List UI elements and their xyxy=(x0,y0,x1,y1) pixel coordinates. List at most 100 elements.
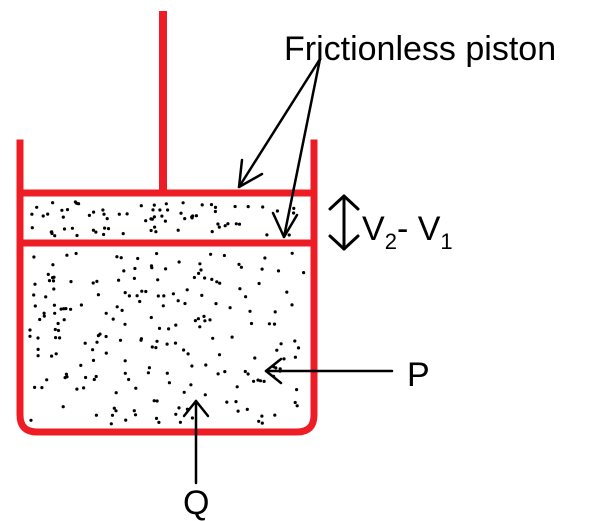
gas-dot xyxy=(30,226,34,230)
gas-dot xyxy=(101,208,105,212)
gas-dot xyxy=(53,311,57,315)
gas-dot xyxy=(243,369,247,374)
gas-dot xyxy=(256,378,260,382)
gas-dot xyxy=(290,303,294,307)
gas-dot xyxy=(209,203,214,207)
gas-dot xyxy=(213,209,217,214)
gas-dot xyxy=(225,400,229,404)
gas-dot xyxy=(56,321,60,326)
gas-dot xyxy=(104,311,108,315)
gas-dot xyxy=(51,279,56,283)
gas-dot xyxy=(121,232,125,236)
gas-dot xyxy=(189,383,193,387)
gas-dot xyxy=(176,228,180,232)
gas-dot xyxy=(249,321,254,326)
gas-dot xyxy=(123,291,127,295)
gas-dot xyxy=(217,353,222,357)
gas-dot xyxy=(178,420,182,424)
gas-dot xyxy=(244,295,248,299)
gas-dot xyxy=(273,413,277,417)
gas-dot xyxy=(123,322,127,326)
gas-dot xyxy=(64,307,68,311)
gas-dot xyxy=(32,255,36,259)
gas-dot xyxy=(276,269,281,273)
gas-dot xyxy=(61,405,65,409)
gas-dot xyxy=(234,400,238,404)
gas-dot xyxy=(149,315,153,320)
pressure-arrow xyxy=(264,357,394,385)
gas-dot xyxy=(150,345,154,349)
gas-dot xyxy=(62,227,67,231)
gas-dot xyxy=(275,209,279,213)
gas-dot xyxy=(133,413,138,417)
cylinder-wall xyxy=(16,139,318,436)
gas-dot xyxy=(112,406,116,410)
gas-dot xyxy=(177,406,181,410)
gas-dot xyxy=(117,212,121,216)
gas-dot xyxy=(65,208,70,212)
gas-dot xyxy=(92,377,96,382)
gas-dot xyxy=(110,413,115,417)
gas-dot xyxy=(103,226,107,230)
gas-dot xyxy=(53,327,57,332)
gas-dot xyxy=(47,279,52,283)
gas-dot xyxy=(127,377,131,382)
gas-dot xyxy=(29,418,33,422)
gas-dot xyxy=(124,418,128,422)
gas-dot xyxy=(123,359,127,363)
gas-dot xyxy=(46,212,50,216)
gas-dot xyxy=(165,371,169,375)
gas-dot xyxy=(208,318,212,322)
gas-dot xyxy=(211,336,215,340)
gas-dot xyxy=(295,388,299,392)
gas-dot xyxy=(65,253,69,257)
gas-dot xyxy=(61,215,65,219)
gas-dot xyxy=(293,400,297,405)
gas-dot xyxy=(51,276,55,280)
gas-dot xyxy=(216,222,220,226)
gas-dot xyxy=(49,230,53,234)
gas-dot xyxy=(258,379,263,383)
gas-dot xyxy=(157,326,162,330)
gas-dot xyxy=(95,279,99,283)
gas-dot xyxy=(190,416,194,420)
gas-dot xyxy=(263,256,267,260)
gas-dot xyxy=(144,289,148,294)
gas-dot xyxy=(279,342,283,346)
gas-dot xyxy=(181,201,185,205)
gas-dot xyxy=(295,404,299,408)
gas-dot xyxy=(138,299,142,304)
gas-dot xyxy=(58,336,62,340)
gas-dot xyxy=(228,306,232,310)
gas-dot xyxy=(217,225,221,229)
gas-dot xyxy=(203,276,207,280)
gas-dot xyxy=(226,222,230,226)
gas-dot xyxy=(162,294,166,298)
gas-dot xyxy=(293,355,297,359)
gas-dot xyxy=(149,228,153,233)
gas-dot xyxy=(233,204,237,209)
gas-dot xyxy=(150,266,154,270)
gas-dot xyxy=(74,251,78,256)
gas-dot xyxy=(239,265,243,269)
gas-dot xyxy=(120,308,124,312)
volume-change-arrow xyxy=(328,194,360,251)
gas-dot xyxy=(92,210,96,214)
gas-dot xyxy=(82,386,86,390)
gas-dot xyxy=(53,234,57,238)
volume-change-label: V2- V1 xyxy=(362,210,453,254)
gas-dot xyxy=(197,271,201,275)
gas-dot xyxy=(52,303,57,307)
gas-dot xyxy=(183,217,187,221)
gas-dot xyxy=(135,294,139,298)
gas-dot xyxy=(154,416,159,420)
gas-dot xyxy=(42,311,46,315)
gas-dot xyxy=(167,381,171,385)
gas-dot xyxy=(166,208,170,212)
gas-dot xyxy=(260,267,264,271)
gas-dot xyxy=(157,420,161,424)
gas-dot xyxy=(28,334,32,338)
gas-dot xyxy=(60,208,64,212)
gas-dot xyxy=(33,385,37,389)
